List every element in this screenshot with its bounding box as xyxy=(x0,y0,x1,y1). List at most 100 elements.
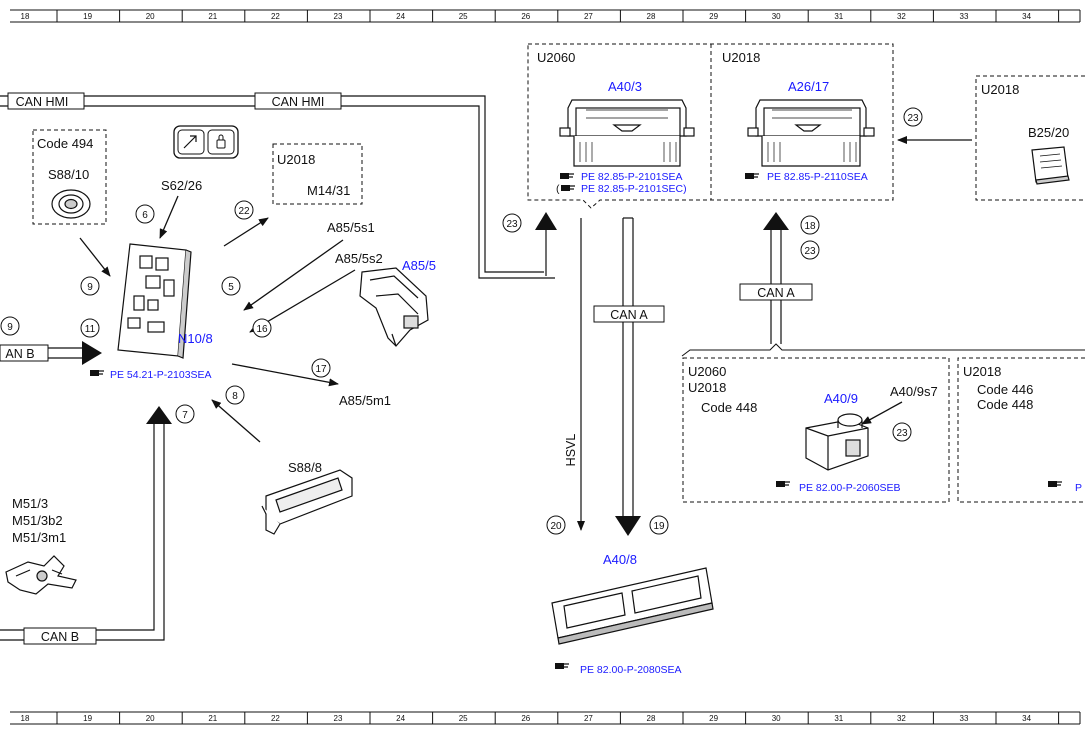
right-u2018-group-box xyxy=(957,357,1085,503)
code-494-group-box xyxy=(32,129,107,225)
n10-8-ref: PE 54.21-P-2103SEA xyxy=(110,369,212,381)
ruler-number: 20 xyxy=(146,12,155,21)
ruler-number: 31 xyxy=(834,12,843,21)
u2018-top-label: U2018 xyxy=(722,50,760,65)
circle-8: 8 xyxy=(232,391,238,402)
can-a-center-label: CAN A xyxy=(610,308,648,322)
s88-10-label: S88/10 xyxy=(48,167,89,182)
ruler-number: 22 xyxy=(271,12,280,21)
can-a-center-arrowhead xyxy=(615,516,641,536)
a40-3-ref-b: PE 82.85-P-2101SEC) xyxy=(581,183,687,195)
ruler-number: 24 xyxy=(396,714,405,723)
ruler-number: 29 xyxy=(709,714,718,723)
ruler-number: 23 xyxy=(334,12,343,21)
ruler-number: 27 xyxy=(584,12,593,21)
ruler-number: 22 xyxy=(271,714,280,723)
a40-3-ref-paren: ( xyxy=(556,183,560,195)
hsvl-label: HSVL xyxy=(564,434,578,467)
u2018-mid-group-box xyxy=(272,143,363,205)
m14-31-label: M14/31 xyxy=(307,183,350,198)
ruler-number: 28 xyxy=(647,12,656,21)
b25-20-sensor-icon xyxy=(1031,146,1070,185)
circle-9-b: 9 xyxy=(7,322,13,333)
circle-5: 5 xyxy=(228,282,234,293)
a40-8-ref: PE 82.00-P-2080SEA xyxy=(580,664,682,676)
can-hmi-left-label: CAN HMI xyxy=(16,95,69,109)
a26-17-unit-icon xyxy=(747,99,875,167)
circle-23-top: 23 xyxy=(907,113,919,124)
arrow-n10-8-to-a85-5m1 xyxy=(231,363,339,387)
ruler-number: 21 xyxy=(208,12,217,21)
arrow-to-m14-31 xyxy=(223,217,269,247)
circle-22: 22 xyxy=(238,206,250,217)
ruler-number: 27 xyxy=(584,714,593,723)
arrow-s88-10-to-n10-8 xyxy=(79,237,111,277)
bottom-u2018-label: U2018 xyxy=(688,380,726,395)
ruler-number: 34 xyxy=(1022,714,1031,723)
bottom-right-group-bracket xyxy=(681,343,1085,357)
circle-17: 17 xyxy=(315,364,327,375)
ruler-number: 19 xyxy=(83,12,92,21)
ruler-number: 23 xyxy=(334,714,343,723)
circle-11: 11 xyxy=(85,324,96,335)
a40-8-display-icon xyxy=(551,567,714,645)
ruler-number: 24 xyxy=(396,12,405,21)
a40-8-label: A40/8 xyxy=(603,552,637,567)
a85-5s2-label: A85/5s2 xyxy=(335,251,383,266)
ruler-number: 26 xyxy=(521,12,530,21)
can-a-right-arrowhead xyxy=(763,212,789,230)
a40-3-label: A40/3 xyxy=(608,79,642,94)
u2018-far-right-label: U2018 xyxy=(981,82,1019,97)
m51-3-actuator-icon xyxy=(5,555,77,595)
bottom-u2060-group-box xyxy=(682,357,950,503)
ruler-number: 32 xyxy=(897,714,906,723)
b25-20-label: B25/20 xyxy=(1028,125,1069,140)
a85-5s1-label: A85/5s1 xyxy=(327,220,375,235)
circle-23-mid: 23 xyxy=(804,246,816,257)
right-code-446-label: Code 446 xyxy=(977,382,1033,397)
a85-5m1-label: A85/5m1 xyxy=(339,393,391,408)
bottom-u2060-label: U2060 xyxy=(688,364,726,379)
ruler-number: 20 xyxy=(146,714,155,723)
right-code-448-label: Code 448 xyxy=(977,397,1033,412)
can-hmi-arrowhead xyxy=(535,212,557,230)
a40-9-ref: PE 82.00-P-2060SEB xyxy=(799,482,901,494)
m51-3-label: M51/3 xyxy=(12,496,48,511)
ruler-number: 18 xyxy=(21,714,30,723)
ruler-number: 33 xyxy=(960,714,969,723)
circle-19: 19 xyxy=(653,521,665,532)
circle-23-left: 23 xyxy=(506,219,518,230)
circle-20: 20 xyxy=(550,521,562,532)
can-a-right-label: CAN A xyxy=(757,286,795,300)
ruler-number: 33 xyxy=(960,12,969,21)
ruler-number: 25 xyxy=(459,714,468,723)
ruler-number: 25 xyxy=(459,12,468,21)
can-a-center-bus xyxy=(622,217,634,516)
ruler-number: 21 xyxy=(208,714,217,723)
can-hmi-bus xyxy=(0,95,555,279)
a85-5-label: A85/5 xyxy=(402,258,436,273)
a26-17-ref: PE 82.85-P-2110SEA xyxy=(767,171,868,183)
bottom-code-448-label: Code 448 xyxy=(701,400,757,415)
u2060-top-label: U2060 xyxy=(537,50,575,65)
s88-10-switch-icon xyxy=(51,189,91,219)
ruler-number: 30 xyxy=(772,714,781,723)
circle-7: 7 xyxy=(182,410,188,421)
a40-9s7-label: A40/9s7 xyxy=(890,384,938,399)
arrow-s88-8-to-n10-8 xyxy=(211,399,261,443)
a40-3-ref-a: PE 82.85-P-2101SEA xyxy=(581,171,683,183)
can-b-left-label: AN B xyxy=(5,347,34,361)
arrow-a40-9s7 xyxy=(861,401,903,425)
circle-9-a: 9 xyxy=(87,282,93,293)
a26-17-label: A26/17 xyxy=(788,79,829,94)
a40-9-controller-icon xyxy=(805,413,869,471)
circle-6: 6 xyxy=(142,210,148,221)
can-b-left-arrowhead xyxy=(82,341,102,365)
ruler-number: 28 xyxy=(647,714,656,723)
ruler-number: 26 xyxy=(521,714,530,723)
s62-26-label: S62/26 xyxy=(161,178,202,193)
n10-8-label: N10/8 xyxy=(178,331,213,346)
